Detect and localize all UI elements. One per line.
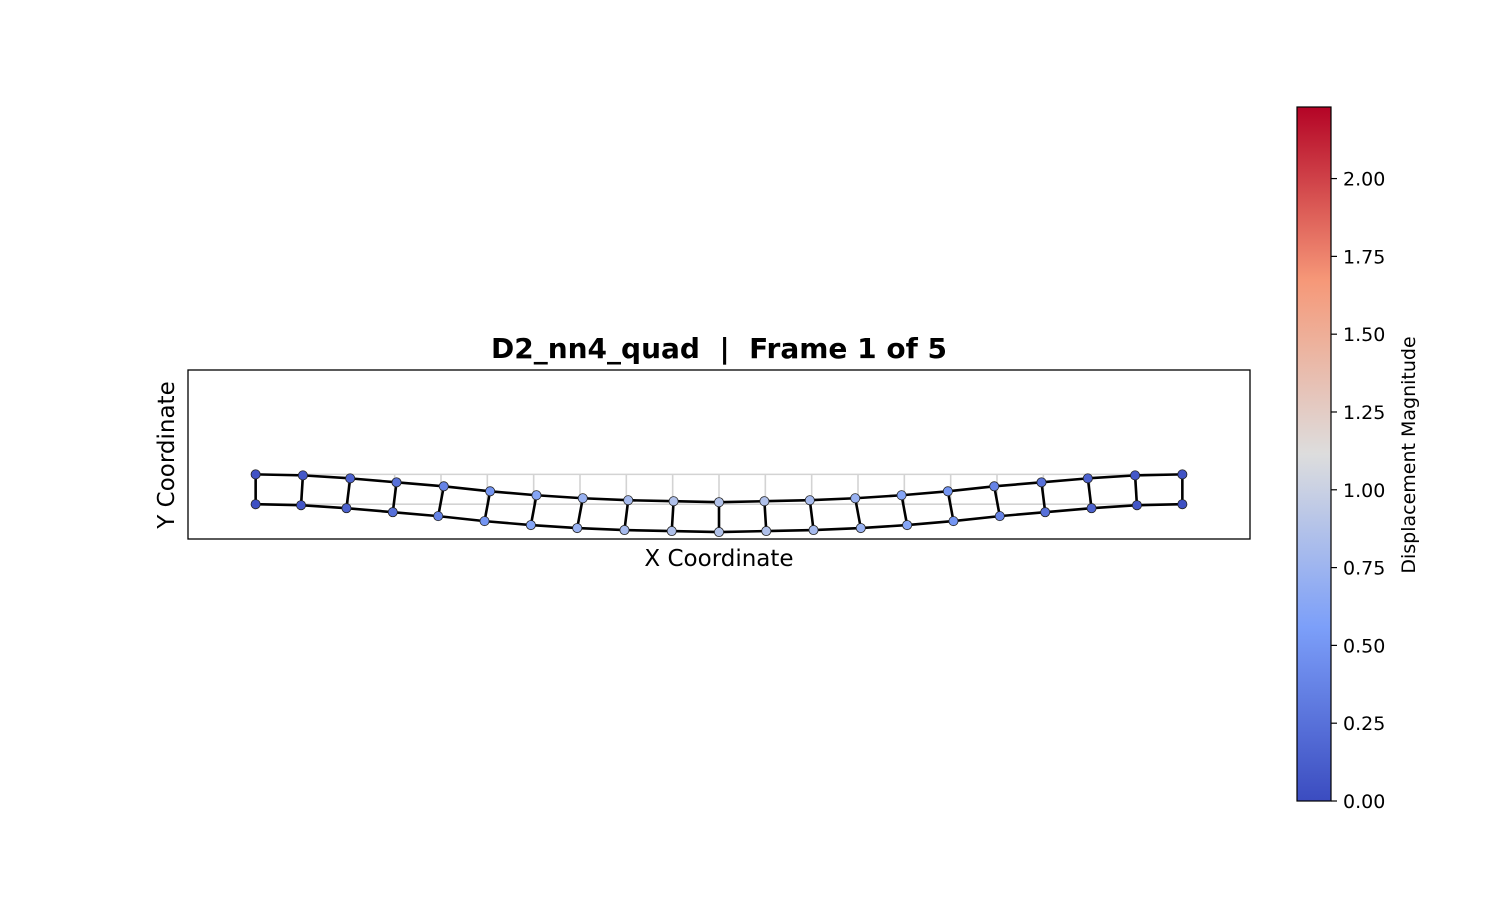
deformed-vertical-edge <box>1040 482 1047 513</box>
mesh-node <box>808 525 819 536</box>
mesh-node <box>623 495 634 506</box>
mesh-node <box>1130 470 1141 481</box>
mesh-node <box>1177 469 1188 480</box>
colorbar-tick-label: 1.00 <box>1343 480 1385 502</box>
mesh-node <box>387 507 398 518</box>
mesh-node <box>714 527 725 538</box>
mesh-node <box>433 511 444 522</box>
mesh-node <box>804 495 815 506</box>
colorbar-body <box>1296 106 1332 802</box>
mesh-node <box>948 516 959 527</box>
mesh-node <box>759 496 770 507</box>
colorbar-tick-label: 0.75 <box>1343 558 1385 580</box>
mesh-nodes <box>250 469 1188 538</box>
mesh-node <box>1131 500 1142 511</box>
deformed-vertical-edge <box>1086 478 1093 509</box>
mesh-node <box>572 523 583 534</box>
deformed-vertical-edge <box>623 500 630 531</box>
mesh-node <box>850 493 861 504</box>
mesh-node <box>296 500 307 511</box>
deformed-vertical-edge <box>483 491 492 522</box>
mesh-node <box>714 497 725 508</box>
mesh-node <box>250 469 261 480</box>
mesh-node <box>531 490 542 501</box>
mesh-node <box>1040 507 1051 518</box>
mesh-node <box>1177 499 1188 510</box>
mesh-node <box>666 526 677 537</box>
mesh-node <box>479 516 490 527</box>
colorbar: 0.00 0.25 0.50 0.75 1.00 1.25 1.50 1.75 2.00 Dis… <box>1296 106 1420 813</box>
deformed-vertical-edge <box>529 495 538 526</box>
deformed-vertical-edge <box>436 486 446 517</box>
mesh-node <box>1086 503 1097 514</box>
mesh-node <box>994 511 1005 522</box>
mesh-node <box>391 477 402 488</box>
mesh-node <box>761 526 772 537</box>
deformed-vertical-edge <box>345 478 352 509</box>
deformed-vertical-edge <box>808 500 815 531</box>
colorbar-ticks: 0.00 0.25 0.50 0.75 1.00 1.25 1.50 1.75 2.00 <box>1331 169 1385 813</box>
chart-title: D2_nn4_quad | Frame 1 of 5 <box>491 332 947 365</box>
mesh-node <box>668 496 679 507</box>
mesh-node <box>619 525 630 536</box>
deformed-vertical-edge <box>900 495 909 526</box>
mesh-node <box>250 499 261 510</box>
colorbar-tick-label: 0.25 <box>1343 713 1385 735</box>
deformed-vertical-edge <box>853 498 863 529</box>
mesh-node <box>525 520 536 531</box>
mesh-node <box>297 470 308 481</box>
deformed-vertical-edge <box>391 482 398 513</box>
mesh-node <box>577 493 588 504</box>
mesh-node <box>1082 473 1093 484</box>
x-axis-label: X Coordinate <box>644 546 793 572</box>
mesh-node <box>1036 477 1047 488</box>
colorbar-tick-label: 1.75 <box>1343 246 1385 268</box>
mesh-node <box>438 481 449 492</box>
mesh-node <box>485 486 496 497</box>
mesh-node <box>345 473 356 484</box>
mesh-node <box>942 486 953 497</box>
colorbar-tick-label: 1.25 <box>1343 402 1385 424</box>
mesh-node <box>855 523 866 534</box>
colorbar-tick-label: 2.00 <box>1343 169 1385 191</box>
y-axis-label: Y Coordinate <box>154 381 180 529</box>
mesh-node <box>902 520 913 531</box>
colorbar-tick-label: 0.00 <box>1343 791 1385 813</box>
deformed-vertical-edge <box>946 491 955 522</box>
mesh-node <box>989 481 1000 492</box>
mesh-node <box>896 490 907 501</box>
colorbar-tick-label: 1.50 <box>1343 324 1385 346</box>
plot-area <box>187 369 1251 540</box>
deformed-vertical-edge <box>992 486 1002 517</box>
colorbar-label: Displacement Magnitude <box>1398 336 1420 573</box>
deformed-vertical-edge <box>575 498 585 529</box>
colorbar-tick-label: 0.50 <box>1343 635 1385 657</box>
axes-frame <box>187 369 1251 540</box>
mesh-node <box>341 503 352 514</box>
